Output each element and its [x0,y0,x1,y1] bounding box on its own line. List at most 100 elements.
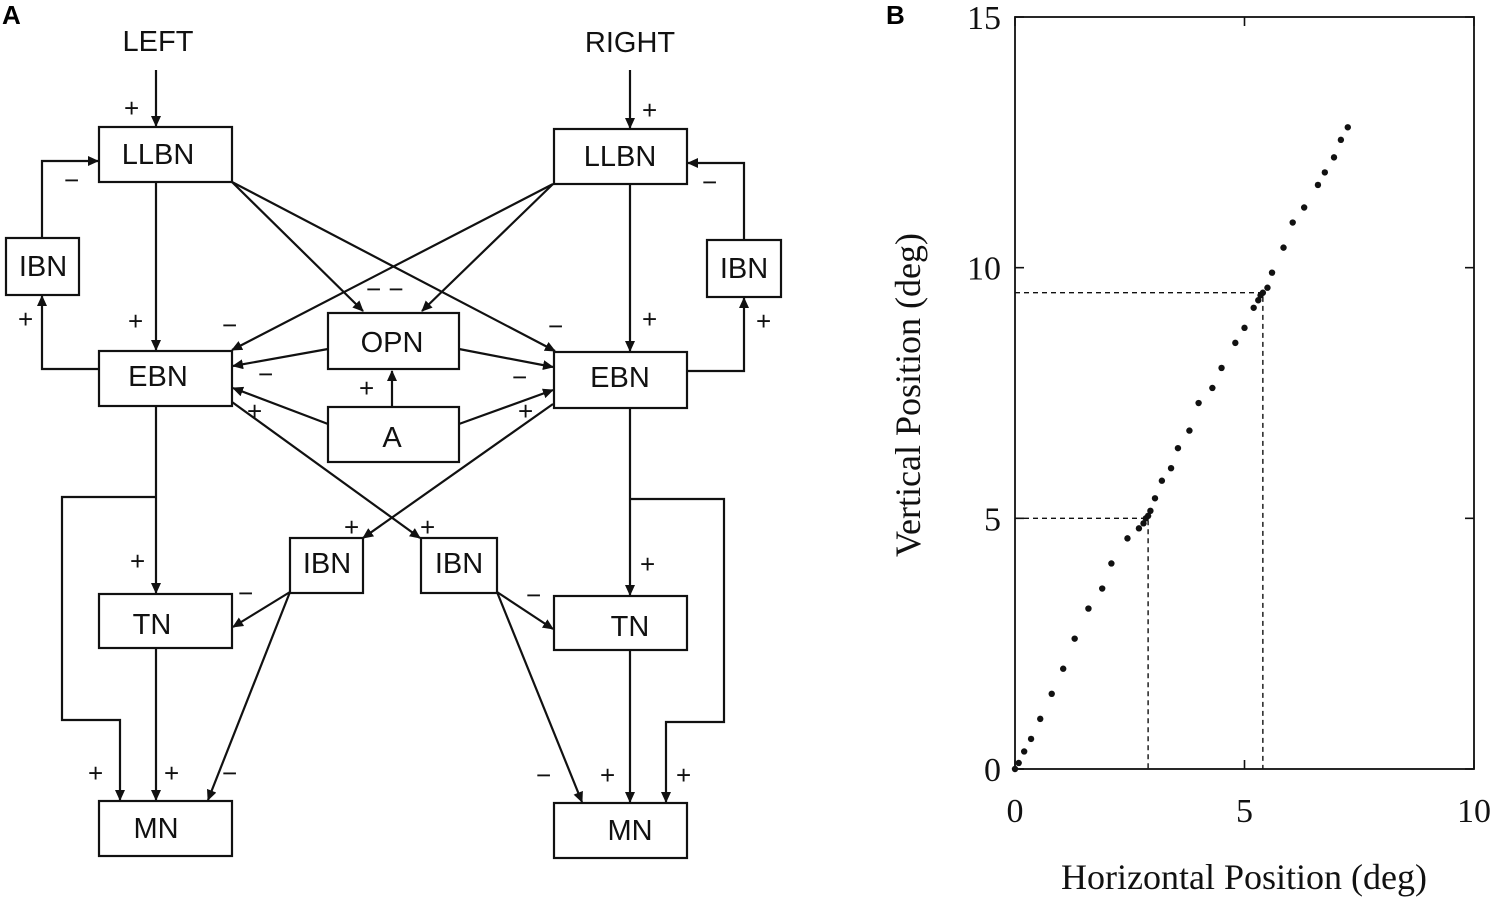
y-axis-label: Vertical Position (deg) [888,233,928,557]
x-axis-label: Horizontal Position (deg) [1061,857,1427,897]
node-tn-left: TN [97,592,234,650]
data-point [1037,715,1044,723]
node-ibn-lower-right: IBN [419,536,499,595]
data-point [1099,585,1106,592]
node-mn-left: MN [97,799,234,858]
data-point [1011,765,1019,773]
data-point [1337,136,1345,144]
data-point [1124,535,1131,542]
sign-minus: − [64,165,79,195]
sign-plus: + [676,760,691,790]
data-point [1232,339,1239,347]
sign-minus: − [238,578,253,608]
panel-a-label: A [2,0,21,30]
node-ebn-left: EBN [97,349,234,408]
node-ibn-lower-left-label: IBN [303,548,351,580]
sign-plus: + [128,306,143,336]
sign-minus: − [548,311,563,341]
sign-minus: − [702,167,717,197]
edge-opn-to-ebn-left [232,347,329,370]
sign-minus: − [536,760,551,790]
sign-minus: − [222,310,237,340]
node-ibn-upper-left-label: IBN [19,251,67,283]
data-point [1264,284,1271,291]
edge-signs: + + − − + + + + − − − − − − + + + + + + … [18,93,771,790]
sign-plus: + [756,306,771,336]
data-point [1195,399,1202,407]
sign-plus: + [359,373,374,403]
edge-ebn-left-to-ibn-lower-right [231,401,421,539]
nodes: LLBN LLBN IBN IBN OPN EBN [4,125,783,860]
x-tick-label: 10 [1457,793,1491,830]
edge-ibn-lower-right-to-mn-right [495,591,584,803]
sign-plus: + [130,546,145,576]
data-point [1135,525,1143,532]
data-point [1330,154,1338,161]
sign-plus: + [344,512,359,542]
edge-ibn-upper-right-to-llbn-right [687,158,746,240]
sign-plus: + [124,93,139,123]
plot-frame [1014,16,1475,770]
node-ibn-lower-right-label: IBN [435,548,483,580]
sign-plus: + [518,396,533,426]
data-point [1158,477,1166,484]
data-point [1140,520,1147,527]
edge-ebn-right-to-ibn-lower-left [362,403,554,539]
data-point [1218,364,1225,372]
input-left-label: LEFT [123,26,194,58]
input-right-label: RIGHT [585,27,676,59]
node-llbn-left: LLBN [97,125,234,184]
node-ibn-upper-right-label: IBN [720,253,768,285]
node-tn-right-label: TN [611,611,650,643]
sign-plus: + [642,304,657,334]
dashed-guide-line [1015,517,1149,769]
node-a-label: A [382,422,402,454]
data-point [1085,605,1092,612]
edge-ebn-right-to-ibn-upper-right [687,297,749,373]
node-mn-right-label: MN [607,815,652,847]
data-point [1027,735,1035,743]
node-ebn-right-label: EBN [590,362,650,394]
y-tick-label: 0 [984,752,1001,789]
node-ibn-lower-left: IBN [288,536,365,595]
node-ibn-upper-right: IBN [705,238,783,299]
edge-llbn-right-to-ebn-left [231,183,554,351]
data-point [1020,748,1028,755]
edge-ebn-left-to-ibn-upper-left [37,295,99,371]
edge-a-to-ebn-left [232,386,329,426]
panel-b-label: B [886,0,905,30]
node-ebn-right: EBN [552,350,689,410]
data-point [1147,507,1154,515]
data-point [1268,269,1276,276]
sign-minus: − [258,359,273,389]
sign-minus: − [222,758,237,788]
data-point [1151,495,1159,502]
node-tn-right: TN [552,594,689,652]
edge-llbn-right-to-opn [421,183,554,312]
sign-minus: − [512,362,527,392]
edge-ebn-right-to-mn-right [630,497,726,803]
sign-plus: + [247,396,262,426]
connections [37,70,749,803]
data-point [1015,759,1022,767]
data-point [1186,427,1193,434]
data-point [1048,690,1055,697]
sign-plus: + [640,549,655,579]
sign-plus: + [164,758,179,788]
edge-ebn-left-to-mn-left [60,495,156,801]
x-tick-label: 0 [1007,793,1024,830]
data-point [1144,512,1152,520]
edge-ibn-upper-left-to-llbn-left [40,156,99,237]
data-point [1071,635,1078,642]
data-point [1314,181,1322,189]
sign-plus: + [600,760,615,790]
node-a: A [326,405,461,464]
data-point [1255,297,1262,304]
node-mn-right: MN [552,801,689,860]
node-mn-left-label: MN [133,813,178,845]
data-point [1259,289,1267,296]
data-point [1108,560,1115,567]
